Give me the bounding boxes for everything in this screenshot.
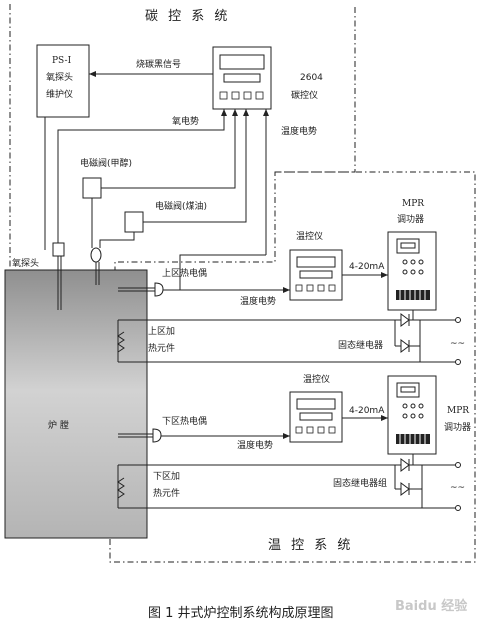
lower-thermocouple-label: 下区热电偶	[162, 415, 207, 427]
methanol-valve-label: 电磁阀(甲醇)	[80, 157, 132, 169]
temp-potential-lower-label: 温度电势	[237, 439, 273, 451]
drip-nozzle	[90, 247, 102, 263]
oxygen-potential-label: 氧电势	[172, 115, 199, 127]
upper-solid-state-relay	[394, 310, 421, 362]
upper-heater-label-2: 热元件	[148, 342, 175, 354]
carbon-system-title: 碳 控 系 统	[145, 9, 230, 24]
upper-mpr-power-regulator	[387, 231, 437, 311]
furnace-label: 炉 膛	[48, 419, 69, 431]
temp-system-title: 温 控 系 统	[268, 538, 353, 553]
carbon-controller-model: 2604	[300, 73, 323, 83]
carbon-system-boundary	[9, 4, 356, 323]
oxygen-probe-label: 氧探头	[12, 257, 39, 269]
temp-system-boundary	[109, 171, 476, 563]
upper-thermocouple	[154, 282, 164, 297]
ps-i-line2: 氧探头	[46, 71, 73, 83]
arrow-burnout	[89, 71, 96, 77]
temp-potential-top-label: 温度电势	[281, 125, 317, 137]
upper-heater-label-1: 上区加	[148, 326, 175, 337]
carbon-controller	[212, 46, 272, 110]
burnout-signal-label: 烧碳黑信号	[136, 58, 181, 70]
temp-potential-upper-label: 温度电势	[240, 295, 276, 307]
lower-temp-controller	[289, 391, 343, 443]
lower-mpr-sublabel: 调功器	[444, 422, 471, 433]
current-lower-label: 4-20mA	[349, 406, 385, 416]
upper-mpr-label: MPR	[402, 199, 424, 209]
lower-heater-label-1: 下区加	[153, 471, 180, 482]
lower-mpr-power-regulator	[387, 375, 437, 455]
lower-ac-symbol: ~~	[450, 483, 465, 493]
upper-controller-label: 温控仪	[296, 230, 323, 242]
upper-thermocouple-label: 上区热电偶	[162, 267, 207, 279]
kerosene-valve-label: 电磁阀(煤油)	[155, 200, 207, 212]
carbon-controller-name: 碳控仪	[291, 89, 318, 101]
methanol-solenoid-valve	[82, 177, 102, 199]
upper-ac-symbol: ~~	[450, 339, 465, 349]
watermark-logo: Baidu 经验	[395, 598, 468, 614]
upper-mpr-sublabel: 调功器	[397, 214, 424, 225]
lower-heater-label-2: 热元件	[153, 487, 180, 499]
arrow-oxygen	[221, 109, 227, 116]
upper-temp-controller	[289, 249, 343, 301]
lower-solid-state-relay	[394, 454, 423, 508]
kerosene-solenoid-valve	[124, 211, 144, 233]
ps-i-model: PS-I	[52, 56, 72, 66]
oxygen-probe-head	[52, 242, 65, 257]
furnace-chamber	[4, 269, 148, 539]
current-upper-label: 4-20mA	[349, 262, 385, 272]
upper-ssr-label: 固态继电器	[338, 339, 383, 351]
figure-caption: 图 1 井式炉控制系统构成原理图	[148, 606, 334, 621]
lower-thermocouple	[152, 428, 162, 443]
ps-i-line3: 维护仪	[46, 88, 73, 100]
ps-i-maintenance-box	[36, 44, 90, 118]
lower-mpr-label: MPR	[447, 406, 469, 416]
lower-controller-label: 温控仪	[303, 373, 330, 385]
lower-ssr-label: 固态继电器组	[333, 477, 387, 489]
